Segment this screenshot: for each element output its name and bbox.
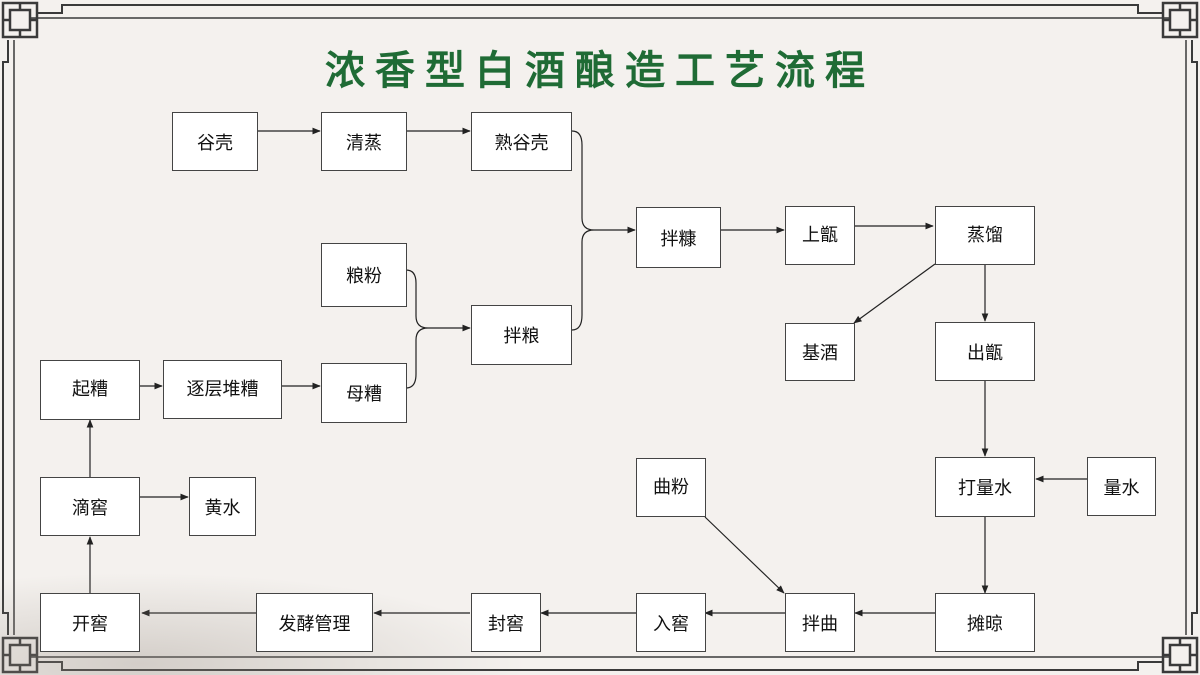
page-title: 浓香型白酒酿造工艺流程: [325, 47, 875, 94]
node-dalingshui: 打量水: [935, 457, 1035, 517]
connectors: [86, 127, 1087, 617]
node-banqu: 拌曲: [785, 593, 855, 652]
corner-ornament-bottom-left: [1, 636, 39, 674]
node-liangfen: 粮粉: [321, 243, 407, 307]
node-guke: 谷壳: [172, 112, 258, 171]
node-kaijiao: 开窖: [40, 593, 140, 652]
node-rujiao: 入窖: [636, 593, 706, 652]
node-dijiao: 滴窖: [40, 477, 140, 536]
node-zhucengduizao: 逐层堆糟: [163, 360, 282, 419]
node-jijiu: 基酒: [785, 323, 855, 381]
node-liangshui: 量水: [1087, 457, 1156, 516]
brace-to-bankang: [571, 130, 595, 331]
corner-ornament-top-right: [1161, 1, 1199, 39]
node-muzao: 母糟: [321, 363, 407, 423]
node-qingzheng: 清蒸: [321, 112, 407, 171]
node-banliang: 拌粮: [471, 305, 572, 365]
arrow-qufen-banqu: [704, 516, 785, 594]
corner-ornament-bottom-right: [1161, 636, 1199, 674]
arrow-zhengliu-jijiu: [853, 263, 936, 324]
node-fajiao: 发酵管理: [256, 593, 373, 652]
node-shuguke: 熟谷壳: [471, 112, 572, 171]
brace-to-banliang: [405, 269, 429, 389]
node-qizao: 起糟: [40, 360, 140, 420]
corner-ornament-top-left: [1, 1, 39, 39]
node-chuzeng: 出甑: [935, 322, 1035, 381]
decorative-frame: [2, 4, 1198, 671]
node-fengjiao: 封窖: [471, 593, 541, 652]
node-huangshui: 黄水: [189, 477, 256, 536]
node-qufen: 曲粉: [636, 458, 706, 517]
node-tanliang: 摊晾: [935, 593, 1035, 652]
node-shangzeng: 上甑: [785, 206, 855, 265]
node-zhengliu: 蒸馏: [935, 206, 1035, 265]
node-bankang: 拌糠: [636, 207, 721, 268]
